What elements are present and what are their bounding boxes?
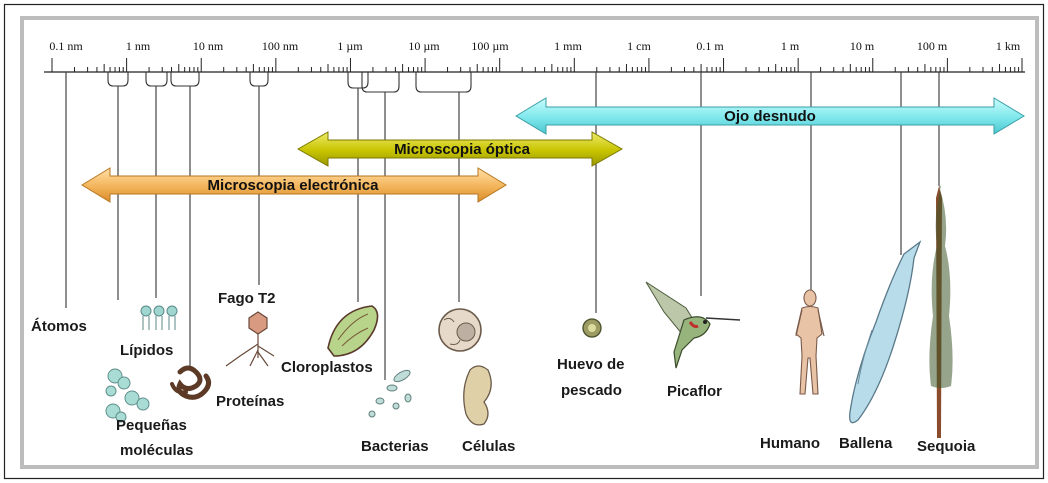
tick-label: 1 m [781,39,800,53]
tick-label: 100 nm [262,39,299,53]
electron-microscopy-label: Microscopia electrónica [208,177,380,194]
tick-label: 0.1 nm [49,39,83,53]
tick-label: 100 m [917,39,948,53]
chloroplasts-label: Cloroplastos [281,359,373,376]
lipids-label: Lípidos [120,342,173,359]
tick-label: 10 m [850,39,875,53]
tick-label: 1 µm [337,39,363,53]
sequoia-label: Sequoia [917,438,976,455]
tick-label: 1 cm [627,39,651,53]
fish-egg-illustration [583,319,601,337]
bacteria-label: Bacterias [361,438,429,455]
phage-label: Fago T2 [218,290,276,307]
small-molecules-label-1: Pequeñas [116,417,187,434]
proteins-label: Proteínas [216,393,284,410]
tick-label: 1 km [996,39,1021,53]
tick-label: 10 nm [193,39,224,53]
fish-egg-label-2: pescado [561,382,622,399]
atoms-label: Átomos [31,318,87,335]
whale-label: Ballena [839,435,893,452]
naked-eye-label: Ojo desnudo [724,108,816,125]
fish-egg-label-1: Huevo de [557,356,625,373]
tick-label: 0.1 m [696,39,724,53]
tick-label: 100 µm [471,39,509,53]
small-molecules-label-2: moléculas [120,442,193,459]
cells-label: Células [462,438,515,455]
hummingbird-label: Picaflor [667,383,722,400]
tick-label: 1 nm [126,39,151,53]
optical-microscopy-label: Microscopia óptica [394,141,531,158]
tick-label: 1 mm [554,39,582,53]
tick-label: 10 µm [408,39,440,53]
human-label: Humano [760,435,820,452]
